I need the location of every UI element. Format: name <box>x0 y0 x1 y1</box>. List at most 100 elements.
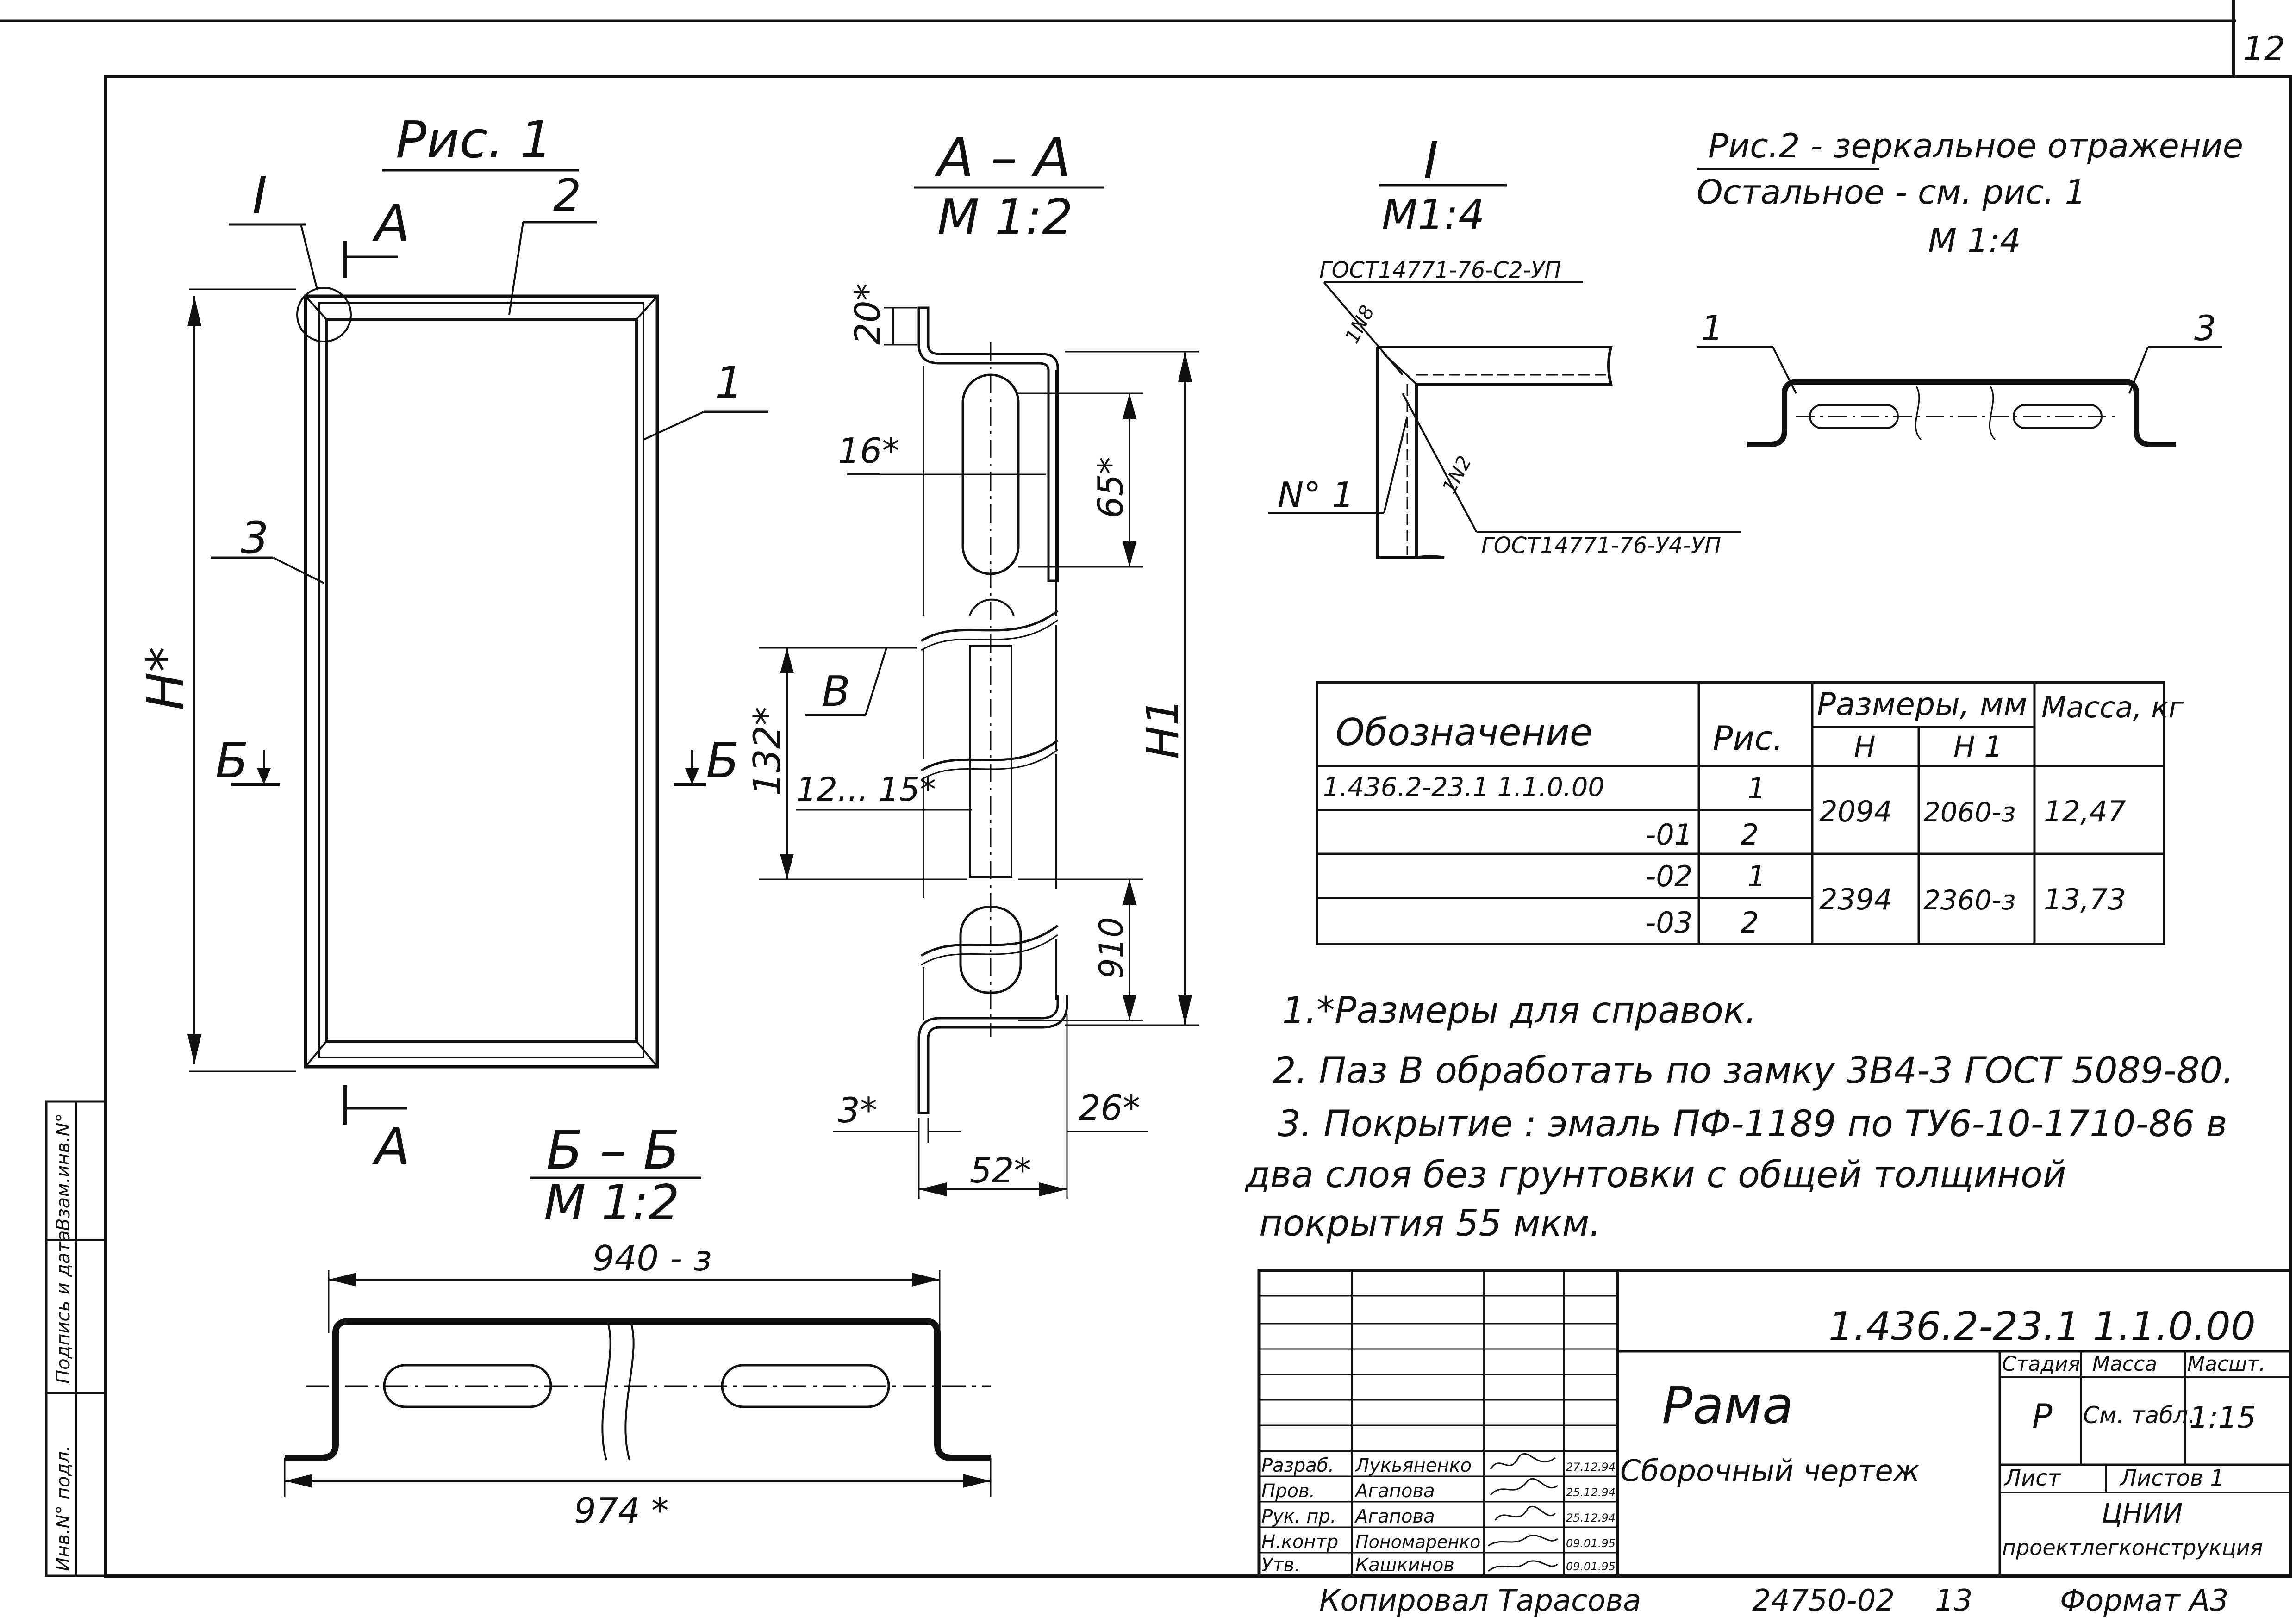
title-code: 1.436.2-23.1 1.1.0.00 <box>1828 1304 2256 1349</box>
drawing-frame <box>104 75 2292 1578</box>
title-sheets-label: Листов 1 <box>2119 1465 2224 1491</box>
footer-copied: Копировал Тарасова <box>1319 1584 1641 1618</box>
role-1: Пров. <box>1261 1480 1315 1502</box>
role-1-date: 25.12.94 <box>1566 1486 1616 1499</box>
table-row-2-mass: 13,73 <box>2044 883 2126 916</box>
notes-block: 1.*Размеры для справок. 2. Паз В обработ… <box>1244 990 2234 1244</box>
fig2-view: Рис.2 - зеркальное отражение Остальное -… <box>1697 126 2243 447</box>
title-scale-label: Масшт. <box>2187 1352 2265 1376</box>
side-stamp: Взам.инв.N° Подпись и дата Инв.N° подл. <box>45 1100 107 1577</box>
aa-dim-range: 12... 15* <box>796 771 936 808</box>
role-4: Утв. <box>1261 1555 1300 1576</box>
title-sheet-label: Лист <box>2003 1465 2062 1491</box>
footer-doc-no: 24750-02 <box>1752 1584 1895 1618</box>
fig1-section-a-bottom: А <box>372 1117 410 1176</box>
aa-dim-top: 20* <box>847 283 888 345</box>
role-2-name: Агапова <box>1354 1506 1435 1527</box>
stamp-original-inv: Инв.N° подл. <box>53 1445 74 1571</box>
section-aa-view: А – А М 1:2 20* 16* <box>746 127 1199 1199</box>
table-header-fig: Рис. <box>1713 719 1784 758</box>
aa-dim-slot-width: 16* <box>838 430 899 471</box>
fig1-section-a-top: А <box>372 193 410 253</box>
sizes-table: Обозначение Рис. Размеры, мм H H 1 Масса… <box>1316 681 2184 945</box>
stamp-replace-inv: Взам.инв.N° <box>53 1113 74 1231</box>
fig1-section-b-right: Б <box>706 733 739 789</box>
table-row-3-designation: -03 <box>1646 906 1692 939</box>
fig1-height-dim: H* <box>136 647 195 710</box>
table-row-2-h1: 2360-з <box>1923 884 2015 916</box>
title-mass: См. табл. <box>2083 1402 2196 1429</box>
detail-i-scale: М1:4 <box>1382 191 1485 239</box>
aa-dim-flange-left: 3* <box>838 1090 877 1131</box>
signatures <box>1488 1453 1558 1572</box>
section-bb-title: Б – Б <box>546 1119 680 1181</box>
bb-dim-outer: 974 * <box>574 1490 669 1531</box>
role-4-date: 09.01.95 <box>1566 1560 1616 1573</box>
stamp-signature-date: Подпись и дата <box>53 1231 74 1384</box>
title-org-1: ЦНИИ <box>2102 1498 2183 1529</box>
table-row-1-fig: 2 <box>1741 818 1759 852</box>
role-1-name: Агапова <box>1354 1480 1435 1502</box>
fig1-position-3: 3 <box>241 513 268 564</box>
table-header-dims: Размеры, мм <box>1817 686 2028 723</box>
section-bb-view: Б – Б М 1:2 940 - з 974 * <box>284 1119 992 1531</box>
detail-i-weld-number: N° 1 <box>1278 474 1354 515</box>
fig2-title: Рис.2 - зеркальное отражение <box>1708 126 2243 165</box>
fig2-position-1: 1 <box>1701 308 1723 348</box>
role-0: Разраб. <box>1261 1455 1334 1476</box>
note-1: 1.*Размеры для справок. <box>1282 990 1757 1032</box>
detail-i-weld-bottom: ГОСТ14771-76-У4-УП <box>1481 533 1721 559</box>
fig1-view-mark: I <box>252 166 267 225</box>
table-header-h1: H 1 <box>1953 730 2003 764</box>
title-block: 1.436.2-23.1 1.1.0.00 Рама Сборочный чер… <box>1257 1269 2292 1578</box>
table-row-2-fig: 1 <box>1747 859 1766 893</box>
note-3-line-3: покрытия 55 мкм. <box>1259 1203 1601 1244</box>
role-0-date: 27.12.94 <box>1566 1461 1616 1474</box>
table-row-3-fig: 2 <box>1741 906 1759 939</box>
title-org-2: проектлегконструкция <box>2002 1535 2263 1560</box>
table-row-0-designation: 1.436.2-23.1 1.1.0.00 <box>1323 772 1604 802</box>
section-bb-scale: М 1:2 <box>544 1175 680 1231</box>
detail-i-title: I <box>1423 131 1438 190</box>
role-3-date: 09.01.95 <box>1566 1537 1616 1550</box>
fig1-section-b-left: Б <box>215 733 249 789</box>
table-header-h: H <box>1854 730 1876 764</box>
role-2: Рук. пр. <box>1261 1506 1336 1527</box>
fig1-title: Рис. 1 <box>396 110 552 169</box>
aa-dim-pitch: 132* <box>746 707 789 796</box>
fig1-position-1: 1 <box>715 358 743 409</box>
note-3: 3. Покрытие : эмаль ПФ-1189 по ТУ6-10-17… <box>1278 1103 2227 1145</box>
table-row-2-designation: -02 <box>1646 859 1692 893</box>
fig1-position-2: 2 <box>553 170 581 221</box>
section-aa-scale: М 1:2 <box>937 189 1073 245</box>
table-header-designation: Обозначение <box>1335 711 1592 754</box>
aa-dim-flange-right: 26* <box>1079 1088 1140 1128</box>
role-3-name: Пономаренко <box>1355 1532 1480 1552</box>
table-row-0-h: 2094 <box>1819 795 1892 828</box>
fig2-note: Остальное - см. рис. 1 <box>1697 173 2086 211</box>
title-subtitle: Сборочный чертеж <box>1620 1454 1920 1488</box>
aa-dim-bottom-len: 910 <box>1092 917 1130 979</box>
role-0-name: Лукьяненко <box>1354 1455 1472 1476</box>
role-3: Н.контр <box>1261 1531 1338 1553</box>
title-name: Рама <box>1662 1376 1793 1435</box>
fig1-view: Рис. 1 I 2 А 1 3 H* Б <box>136 110 768 1176</box>
role-4-name: Кашкинов <box>1355 1555 1454 1576</box>
aa-dim-h1: H1 <box>1138 698 1189 759</box>
table-row-2-h: 2394 <box>1819 883 1892 916</box>
table-row-1-designation: -01 <box>1646 818 1692 852</box>
section-aa-title: А – А <box>934 127 1071 189</box>
fig2-scale: М 1:4 <box>1928 221 2021 260</box>
role-2-date: 25.12.94 <box>1566 1511 1616 1524</box>
aa-dim-width: 52* <box>970 1150 1031 1191</box>
sheet-number: 12 <box>2243 29 2285 68</box>
title-scale: 1:15 <box>2190 1401 2256 1435</box>
title-stage: Р <box>2032 1397 2053 1436</box>
aa-groove-mark: В <box>822 667 850 716</box>
aa-dim-slot-len: 65* <box>1090 457 1131 518</box>
footer-format: Формат А3 <box>2060 1584 2229 1618</box>
footer-page: 13 <box>1935 1584 1972 1618</box>
table-row-0-fig: 1 <box>1747 771 1766 805</box>
detail-i-weld-bottom-leg: 1N2 <box>1438 452 1476 497</box>
